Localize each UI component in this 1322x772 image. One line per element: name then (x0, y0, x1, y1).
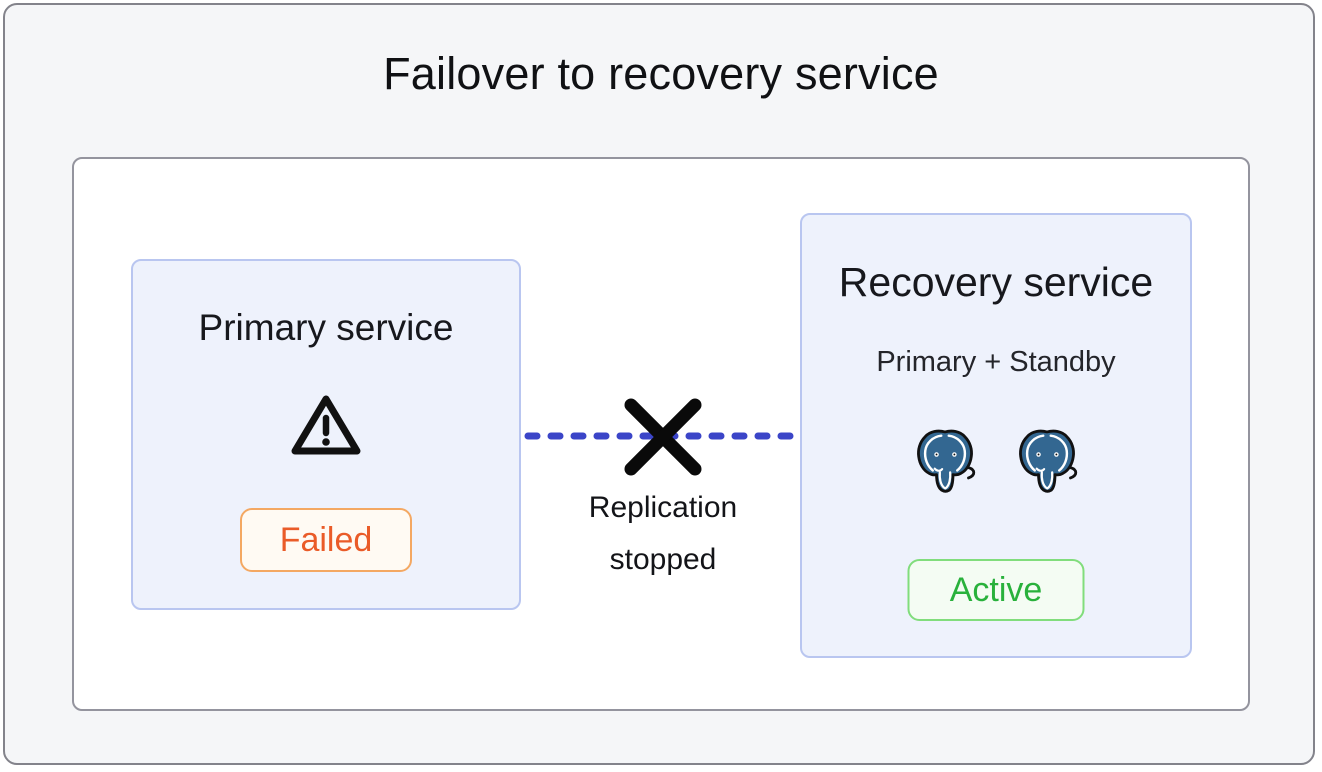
broken-connection-x-icon (624, 398, 702, 476)
primary-status-icon-wrap (133, 391, 519, 461)
recovery-service-card: Recovery service Primary + Standby (800, 213, 1192, 658)
primary-service-card: Primary service Failed (131, 259, 521, 610)
active-status-badge: Active (907, 559, 1085, 621)
replication-stopped-label: Replication stopped (588, 491, 738, 576)
postgresql-elephant-icon (1019, 429, 1078, 493)
failed-status-badge: Failed (240, 508, 412, 572)
page-title: Failover to recovery service (383, 48, 939, 99)
replication-link-line (524, 432, 798, 440)
postgresql-elephant-icon (917, 429, 976, 493)
database-nodes-row (802, 427, 1190, 497)
recovery-service-title: Recovery service (838, 259, 1154, 305)
warning-triangle-icon (291, 395, 361, 455)
primary-service-title: Primary service (198, 307, 454, 348)
recovery-service-subtitle: Primary + Standby (876, 346, 1116, 378)
